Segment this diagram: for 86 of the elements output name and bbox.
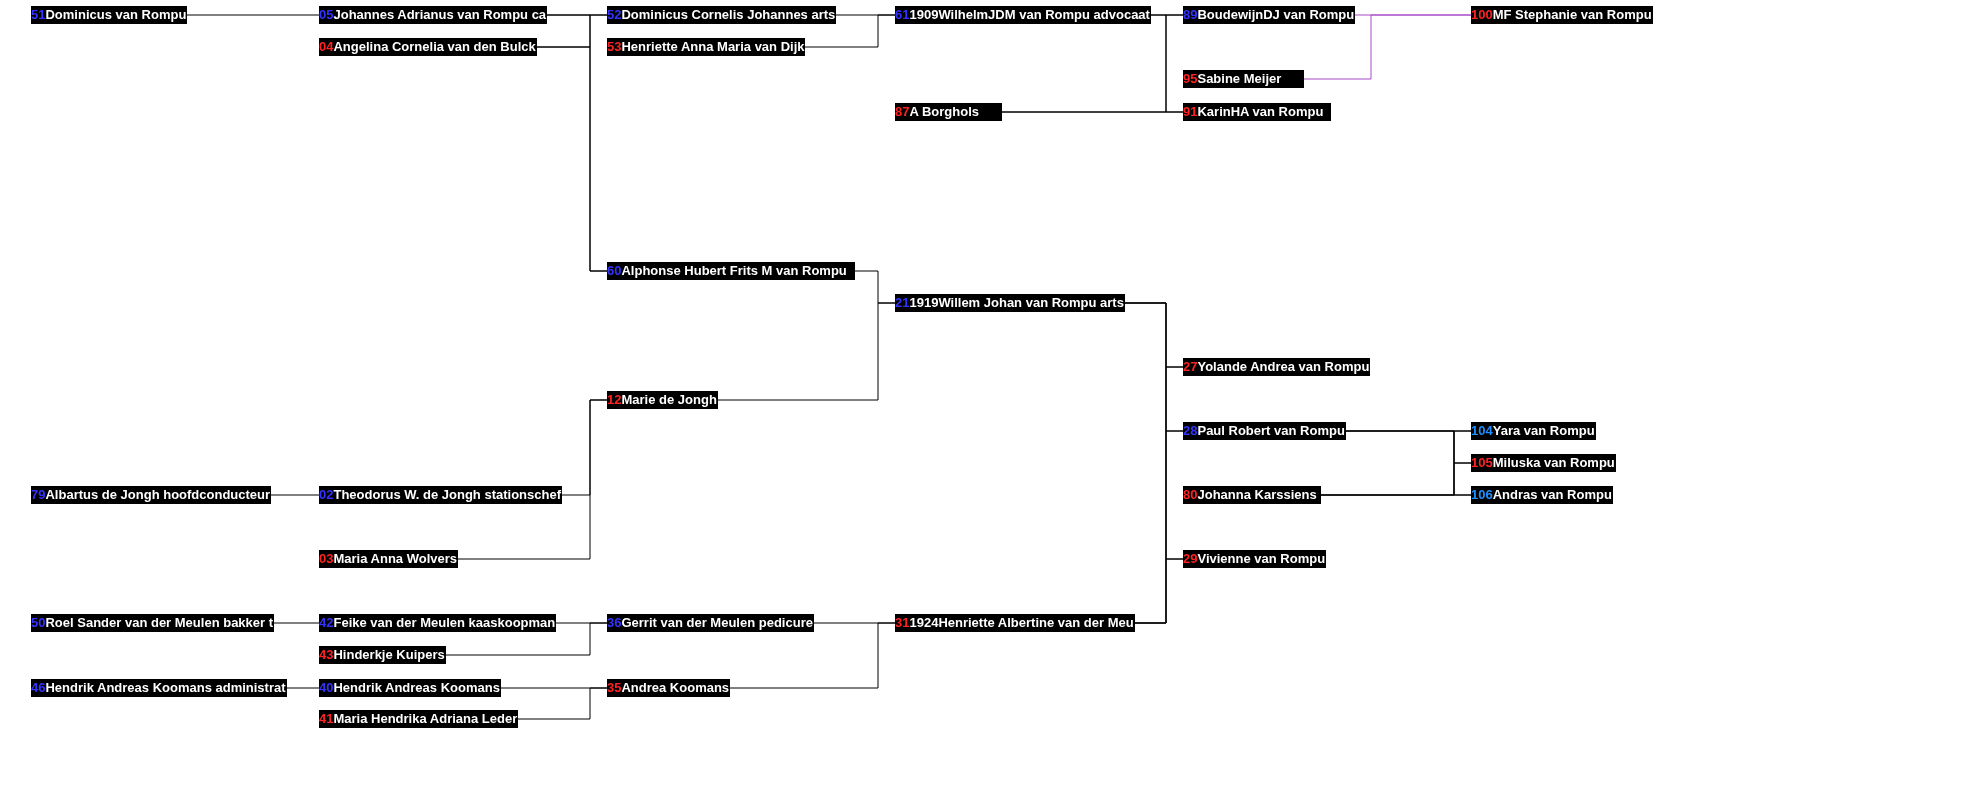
- person-number: 41: [319, 710, 334, 728]
- person-number: 50: [31, 614, 46, 632]
- person-number: 100: [1471, 6, 1493, 24]
- connector-line: [804, 14, 896, 48]
- person-number: 31: [895, 614, 910, 632]
- person-name: Vivienne van Rompu: [1197, 550, 1326, 568]
- connector-line: [1001, 111, 1184, 113]
- person-name: Andrea Koomans: [621, 679, 730, 697]
- person-name: Yolande Andrea van Rompu: [1197, 358, 1370, 376]
- person-name: Hendrik Andreas Koomans: [333, 679, 500, 697]
- person-number: 21: [895, 294, 910, 312]
- person-name: Roel Sander van der Meulen bakker t: [45, 614, 274, 632]
- person-number: 53: [607, 38, 622, 56]
- person-number: 27: [1183, 358, 1198, 376]
- person-name: Angelina Cornelia van den Bulck: [333, 38, 536, 56]
- person-number: 87: [895, 103, 910, 121]
- connector-line: [536, 46, 608, 272]
- connector-line: [717, 302, 896, 401]
- person-number: 46: [31, 679, 46, 697]
- connector-line: [186, 14, 320, 16]
- person-name: Andras van Rompu: [1492, 486, 1612, 504]
- person-number: 79: [31, 486, 46, 504]
- person-name: Sabine Meijer: [1197, 70, 1282, 88]
- person-name: Maria Anna Wolvers: [333, 550, 457, 568]
- person-name: 1909WilhelmJDM van Rompu advocaat: [909, 6, 1150, 24]
- connector-line: [457, 399, 608, 560]
- person-number: 89: [1183, 6, 1198, 24]
- person-name: Feike van der Meulen kaaskoopman: [333, 614, 556, 632]
- connector-line: [270, 494, 320, 496]
- person-name: Miluska van Rompu: [1492, 454, 1615, 472]
- person-number: 05: [319, 6, 334, 24]
- person-name: Dominicus van Rompu: [45, 6, 187, 24]
- person-number: 40: [319, 679, 334, 697]
- person-number: 60: [607, 262, 622, 280]
- person-number: 105: [1471, 454, 1493, 472]
- person-number: 61: [895, 6, 910, 24]
- person-number: 29: [1183, 550, 1198, 568]
- person-number: 12: [607, 391, 622, 409]
- person-number: 28: [1183, 422, 1198, 440]
- person-name: Marie de Jongh: [621, 391, 717, 409]
- person-number: 43: [319, 646, 334, 664]
- person-label: [1471, 454, 1616, 472]
- person-name: Alphonse Hubert Frits M van Rompu: [621, 262, 847, 280]
- person-name: BoudewijnDJ van Rompu: [1197, 6, 1355, 24]
- person-name: Theodorus W. de Jongh stationschef: [333, 486, 561, 504]
- person-number: 95: [1183, 70, 1198, 88]
- person-name: Paul Robert van Rompu: [1197, 422, 1345, 440]
- person-number: 02: [319, 486, 334, 504]
- person-number: 80: [1183, 486, 1198, 504]
- person-name: 1919Willem Johan van Rompu arts: [909, 294, 1124, 312]
- connector-line: [445, 622, 608, 656]
- person-number: 51: [31, 6, 46, 24]
- connector-line: [286, 687, 320, 689]
- person-number: 03: [319, 550, 334, 568]
- connector-line: [273, 622, 320, 624]
- person-number: 52: [607, 6, 622, 24]
- person-name: Dominicus Cornelis Johannes arts: [621, 6, 836, 24]
- person-number: 106: [1471, 486, 1493, 504]
- person-name: MF Stephanie van Rompu: [1492, 6, 1652, 24]
- person-label: [1183, 70, 1304, 88]
- connector-line: [517, 687, 608, 720]
- person-number: 42: [319, 614, 334, 632]
- connector-line: [729, 622, 896, 689]
- person-name: A Borghols: [909, 103, 980, 121]
- person-label: [1471, 422, 1596, 440]
- person-number: 104: [1471, 422, 1493, 440]
- connector-line: [1134, 558, 1184, 624]
- person-name: Yara van Rompu: [1492, 422, 1595, 440]
- person-name: 1924Henriette Albertine van der Meu: [909, 614, 1134, 632]
- person-number: 36: [607, 614, 622, 632]
- person-label: [1471, 486, 1613, 504]
- person-name: Maria Hendrika Adriana Leder: [333, 710, 518, 728]
- person-number: 91: [1183, 103, 1198, 121]
- person-name: Johannes Adrianus van Rompu ca: [333, 6, 547, 24]
- person-name: Hendrik Andreas Koomans administrat: [45, 679, 286, 697]
- person-number: 04: [319, 38, 334, 56]
- person-number: 35: [607, 679, 622, 697]
- person-label: [895, 103, 1002, 121]
- person-name: KarinHA van Rompu: [1197, 103, 1324, 121]
- connector-line: [1320, 494, 1472, 496]
- person-name: Albartus de Jongh hoofdconducteur: [45, 486, 271, 504]
- person-name: Hinderkje Kuipers: [333, 646, 445, 664]
- person-name: Henriette Anna Maria van Dijk: [621, 38, 805, 56]
- person-name: Johanna Karssiens: [1197, 486, 1317, 504]
- person-name: Gerrit van der Meulen pedicure: [621, 614, 813, 632]
- connector-line: [1303, 14, 1472, 80]
